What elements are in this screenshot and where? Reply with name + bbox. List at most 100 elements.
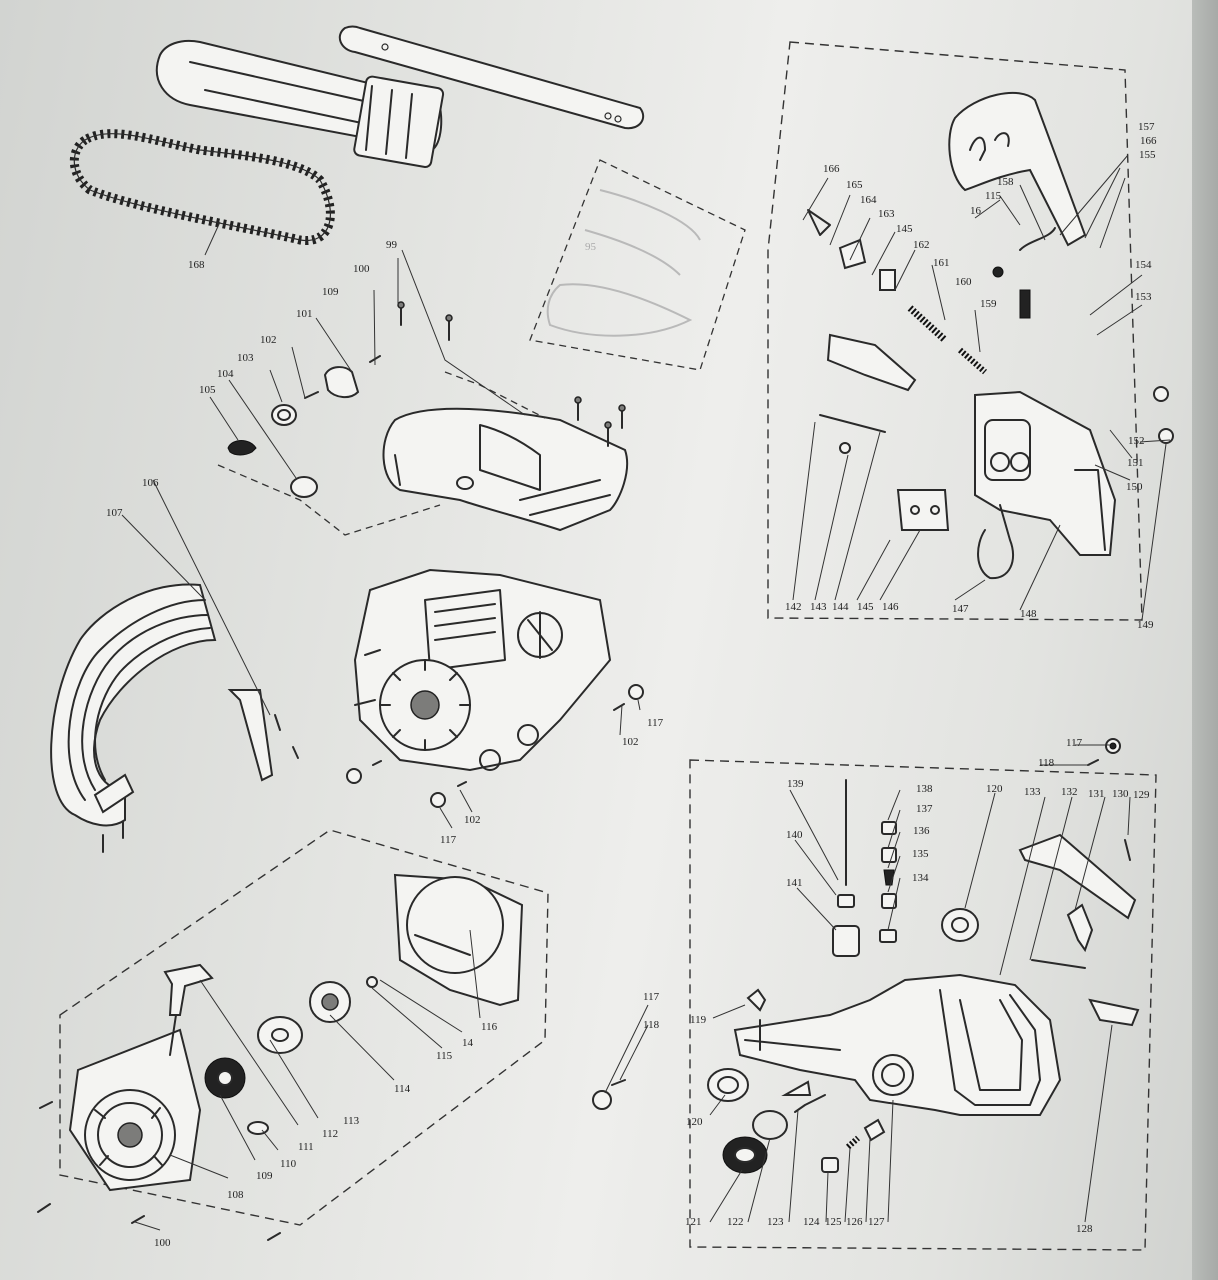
label-117-b: 117 <box>440 834 457 846</box>
label-125: 125 <box>825 1216 842 1228</box>
starter-housing <box>68 1028 202 1192</box>
assembly-line-cover <box>217 371 546 536</box>
label-129: 129 <box>1133 789 1150 801</box>
label-120-a: 120 <box>986 783 1003 795</box>
label-162: 162 <box>913 239 930 251</box>
label-141: 141 <box>786 877 803 889</box>
label-139: 139 <box>787 778 804 790</box>
label-144: 144 <box>832 601 849 613</box>
label-117-c: 117 <box>1066 737 1083 749</box>
label-109: 109 <box>322 286 339 298</box>
page-edge <box>1192 0 1218 1280</box>
label-106: 106 <box>142 477 159 489</box>
rear-handle-body <box>733 973 1062 1116</box>
label-142: 142 <box>785 601 802 613</box>
label-111: 111 <box>298 1141 314 1153</box>
label-159: 159 <box>980 298 997 310</box>
throttle-parts <box>1018 833 1140 1027</box>
label-164: 164 <box>860 194 877 206</box>
label-14: 14 <box>462 1037 474 1049</box>
label-102-a: 102 <box>622 736 639 748</box>
label-116: 116 <box>481 1021 498 1033</box>
starter-screws <box>37 1101 281 1241</box>
label-158: 158 <box>997 176 1014 188</box>
label-145: 145 <box>857 601 874 613</box>
handle-bracket <box>227 689 299 782</box>
bar-cover-scabbard <box>155 39 445 169</box>
leader-lines <box>121 154 1171 1231</box>
label-153: 153 <box>1135 291 1152 303</box>
label-160: 160 <box>955 276 972 288</box>
label-100-b: 100 <box>154 1237 171 1249</box>
label-147: 147 <box>952 603 969 615</box>
label-99: 99 <box>386 239 398 251</box>
label-104: 104 <box>217 368 234 380</box>
label-108: 108 <box>227 1189 244 1201</box>
label-150: 150 <box>1126 481 1143 493</box>
sprocket-cover <box>974 390 1117 556</box>
label-122: 122 <box>727 1216 744 1228</box>
label-16: 16 <box>970 205 982 217</box>
part-labels: 99 100 109 101 102 103 104 105 106 107 1… <box>106 121 1157 1249</box>
fuel-system-parts <box>746 779 979 1012</box>
label-152: 152 <box>1128 435 1145 447</box>
fan-housing <box>393 873 524 1007</box>
label-115: 115 <box>436 1050 453 1062</box>
label-157: 157 <box>1138 121 1155 133</box>
label-133: 133 <box>1024 786 1041 798</box>
top-cover <box>382 407 629 532</box>
starter-frame <box>59 829 549 1226</box>
label-155: 155 <box>1139 149 1156 161</box>
label-115-b: 115 <box>985 190 1002 202</box>
recoil-spring-pulley <box>204 976 378 1135</box>
label-137: 137 <box>916 803 933 815</box>
label-130: 130 <box>1112 788 1129 800</box>
brake-plate-band <box>819 333 1174 580</box>
chain-brake-lever <box>948 91 1087 247</box>
air-filter-parts <box>227 355 381 498</box>
label-140: 140 <box>786 829 803 841</box>
label-163: 163 <box>878 208 895 220</box>
label-117-d: 117 <box>643 991 660 1003</box>
label-135: 135 <box>912 848 929 860</box>
label-117-a: 117 <box>647 717 664 729</box>
flywheel-fins <box>379 659 471 751</box>
label-120-b: 120 <box>686 1116 703 1128</box>
label-102: 102 <box>260 334 277 346</box>
front-handle <box>50 583 217 853</box>
label-127: 127 <box>868 1216 885 1228</box>
label-118-b: 118 <box>643 1019 660 1031</box>
label-101: 101 <box>296 308 313 320</box>
label-134: 134 <box>912 872 929 884</box>
label-154: 154 <box>1135 259 1152 271</box>
engine-assembly <box>353 568 612 772</box>
label-166-b: 166 <box>1140 135 1157 147</box>
label-143: 143 <box>810 601 827 613</box>
label-168: 168 <box>188 259 205 271</box>
cover-screws <box>397 301 626 447</box>
label-112: 112 <box>322 1128 338 1140</box>
label-109-b: 109 <box>256 1170 273 1182</box>
label-102-b: 102 <box>464 814 481 826</box>
label-138: 138 <box>916 783 933 795</box>
label-126: 126 <box>846 1216 863 1228</box>
label-131: 131 <box>1088 788 1105 800</box>
label-149: 149 <box>1137 619 1154 631</box>
label-114: 114 <box>394 1083 411 1095</box>
label-148: 148 <box>1020 608 1037 620</box>
starter-grip <box>163 963 214 1056</box>
label-113: 113 <box>343 1115 360 1127</box>
label-103: 103 <box>237 352 254 364</box>
label-146: 146 <box>882 601 899 613</box>
label-105: 105 <box>199 384 216 396</box>
label-136: 136 <box>913 825 930 837</box>
engine-fasteners <box>346 684 644 808</box>
label-145-a: 145 <box>896 223 913 235</box>
label-95: 95 <box>585 241 597 253</box>
label-100: 100 <box>353 263 370 275</box>
washed-out-chain-brake-parts <box>529 159 746 371</box>
label-166-a: 166 <box>823 163 840 175</box>
label-124: 124 <box>803 1216 820 1228</box>
